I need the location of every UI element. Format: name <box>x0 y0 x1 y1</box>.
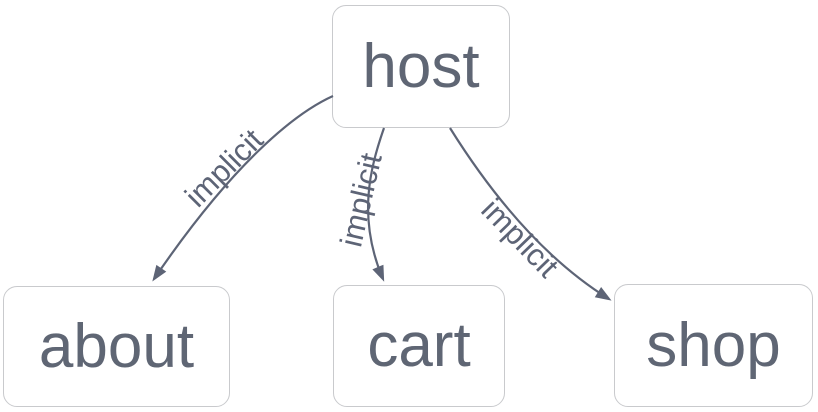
node-shop: shop <box>614 284 813 407</box>
node-cart-label: cart <box>367 311 471 380</box>
node-cart: cart <box>333 285 505 407</box>
node-about-label: about <box>38 311 195 381</box>
node-about: about <box>3 286 230 407</box>
node-shop-label: shop <box>646 310 781 380</box>
edge-label-host-about: implicit <box>178 122 270 214</box>
edge-label-host-shop: implicit <box>474 191 566 285</box>
edge-label-host-cart: implicit <box>333 149 389 251</box>
node-host-label: host <box>362 31 480 101</box>
node-host: host <box>332 5 510 128</box>
